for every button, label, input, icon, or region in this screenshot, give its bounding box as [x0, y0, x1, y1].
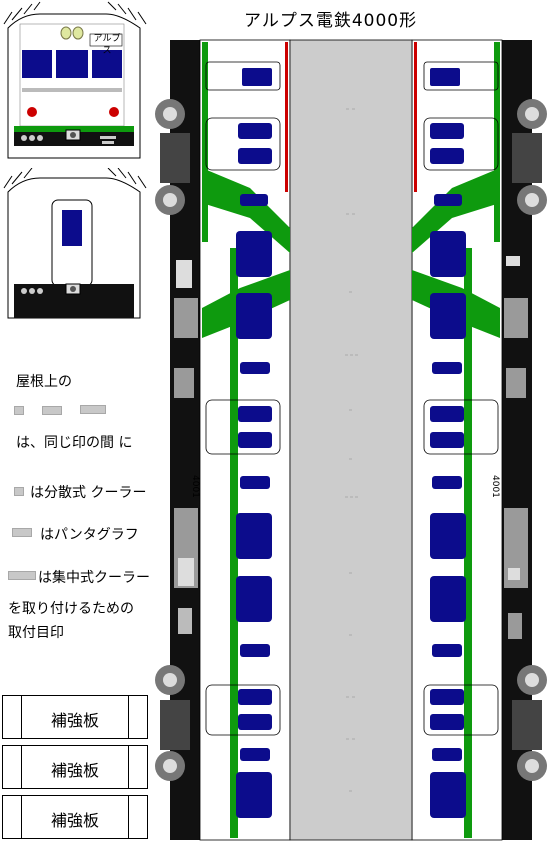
mark-double-dash — [42, 406, 62, 415]
plate-label: 補強板 — [50, 711, 99, 730]
legend-pantograph: はパンタグラフ — [40, 527, 139, 543]
bogie-right-lower — [512, 665, 547, 781]
windows-right — [430, 68, 466, 818]
reinforcement-plate: 補強板 — [2, 795, 148, 839]
roof-marks — [345, 108, 358, 792]
destination-sign: アルプス — [93, 34, 121, 56]
front-face — [3, 1, 147, 159]
front-view — [3, 1, 147, 159]
bogie-left-lower — [155, 665, 190, 781]
page-title: アルプス電鉄4000形 — [244, 11, 418, 31]
reinforcement-plate: 補強板 — [2, 745, 148, 789]
legend-mounting-1: を取り付けるための — [8, 601, 134, 617]
bogie-right-upper — [512, 99, 547, 215]
bogie-left-upper — [155, 99, 190, 215]
rear-view — [3, 168, 147, 319]
windows-left — [236, 68, 272, 818]
legend-between: は、同じ印の間 に — [16, 435, 133, 451]
mark-triple-dash — [80, 405, 106, 414]
roof — [289, 39, 413, 841]
car-body-drawing — [155, 39, 547, 841]
mark-pantograph — [12, 528, 32, 537]
legend-heading: 屋根上の — [16, 374, 72, 390]
mark-central-cooler — [8, 571, 36, 580]
mark-distributed-cooler — [14, 487, 24, 496]
legend-distributed-cooler: は分散式 クーラー — [30, 485, 147, 501]
door-outlines — [205, 61, 499, 736]
plate-label: 補強板 — [50, 811, 99, 830]
plate-label: 補強板 — [50, 761, 99, 780]
car-number-right: 4001 — [490, 475, 500, 498]
car-number-left: 4001 — [190, 475, 200, 498]
legend-central-cooler: は集中式クーラー — [38, 570, 150, 586]
mark-single-dash — [14, 406, 24, 415]
legend-mounting-2: 取付目印 — [8, 625, 64, 641]
reinforcement-plate: 補強板 — [2, 695, 148, 739]
